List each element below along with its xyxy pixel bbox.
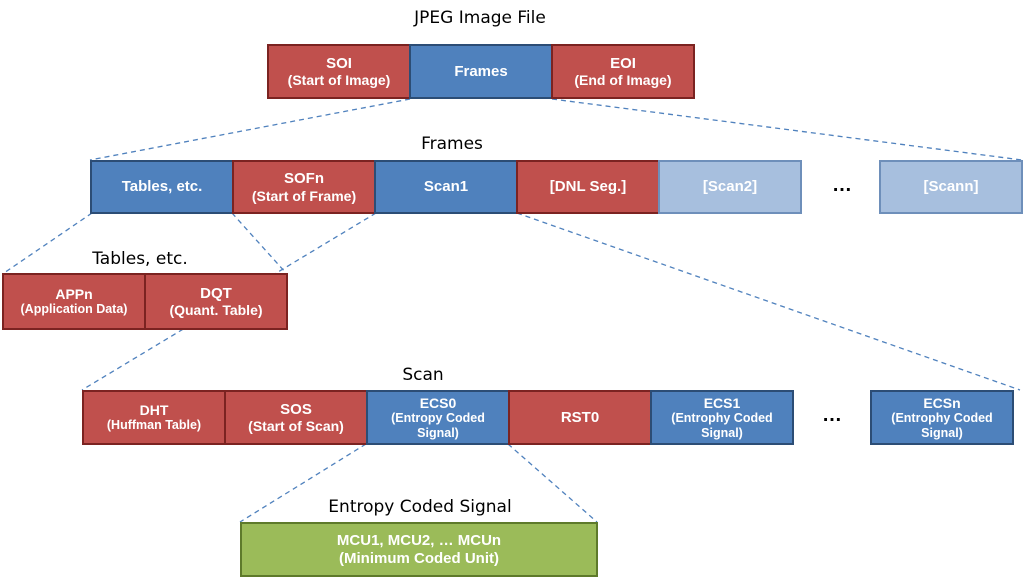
frames-ellipsis: … — [832, 174, 853, 196]
connector-scan-right — [516, 212, 1021, 391]
ecsn-sublabel: (Entrophy Coded — [891, 411, 993, 426]
soi-box: SOI (Start of Image) — [267, 44, 411, 99]
scan1-label: Scan1 — [423, 178, 469, 196]
dqt-label: DQT — [200, 284, 232, 302]
ecsn-box: ECSn (Entrophy Coded Signal) — [870, 390, 1014, 445]
soi-sublabel: (Start of Image) — [287, 72, 391, 89]
rst0-label: RST0 — [560, 408, 600, 426]
scan-ellipsis: … — [822, 404, 843, 426]
ecs1-sublabel-2: Signal) — [701, 425, 743, 440]
connector-tables-left — [3, 212, 93, 274]
appn-sublabel: (Application Data) — [20, 302, 128, 317]
scann-label: [Scann] — [923, 178, 979, 196]
ecs0-sublabel: (Entropy Coded — [391, 411, 485, 426]
ecsn-label: ECSn — [923, 395, 961, 412]
title-entropy-coded-signal: Entropy Coded Signal — [328, 497, 512, 517]
connector-frames-right — [551, 98, 1023, 161]
title-jpeg-image-file: JPEG Image File — [414, 8, 546, 28]
dqt-sublabel: (Quant. Table) — [169, 302, 263, 319]
scan2-box: [Scan2] — [658, 160, 802, 214]
scan1-box: Scan1 — [374, 160, 518, 214]
title-tables: Tables, etc. — [92, 249, 188, 269]
sos-sublabel: (Start of Scan) — [248, 418, 344, 435]
ecs1-label: ECS1 — [703, 395, 741, 412]
dnl-seg-box: [DNL Seg.] — [516, 160, 660, 214]
sos-label: SOS — [280, 400, 312, 418]
mcu-box: MCU1, MCU2, … MCUn (Minimum Coded Unit) — [240, 522, 598, 577]
appn-label: APPn — [55, 286, 93, 303]
dnl-seg-label: [DNL Seg.] — [549, 178, 627, 196]
eoi-box: EOI (End of Image) — [551, 44, 695, 99]
ecs0-box: ECS0 (Entropy Coded Signal) — [366, 390, 510, 445]
eoi-label: EOI — [610, 54, 636, 72]
dqt-box: DQT (Quant. Table) — [144, 273, 288, 330]
dht-sublabel: (Huffman Table) — [106, 418, 202, 433]
connector-ecs-right — [507, 443, 598, 523]
connector-frames-left — [89, 98, 411, 161]
frames-label: Frames — [454, 62, 508, 80]
ecs1-sublabel: (Entrophy Coded — [671, 411, 773, 426]
eoi-sublabel: (End of Image) — [574, 72, 672, 89]
connector-ecs-left — [239, 443, 367, 523]
title-scan: Scan — [402, 365, 444, 385]
mcu-sublabel: (Minimum Coded Unit) — [339, 549, 499, 567]
scan2-label: [Scan2] — [702, 178, 758, 196]
sos-box: SOS (Start of Scan) — [224, 390, 368, 445]
frames-box: Frames — [409, 44, 553, 99]
soi-label: SOI — [326, 54, 352, 72]
tables-etc-box: Tables, etc. — [90, 160, 234, 214]
sofn-label: SOFn — [284, 170, 324, 188]
connector-tables-right — [231, 212, 287, 274]
ecsn-sublabel-2: Signal) — [921, 425, 963, 440]
tables-etc-label: Tables, etc. — [121, 178, 203, 196]
sofn-sublabel: (Start of Frame) — [251, 187, 357, 204]
ecs0-sublabel-2: Signal) — [417, 425, 459, 440]
sofn-box: SOFn (Start of Frame) — [232, 160, 376, 214]
title-frames: Frames — [421, 134, 483, 154]
rst0-box: RST0 — [508, 390, 652, 445]
ecs0-label: ECS0 — [419, 395, 457, 412]
scann-box: [Scann] — [879, 160, 1023, 214]
appn-box: APPn (Application Data) — [2, 273, 146, 330]
dht-box: DHT (Huffman Table) — [82, 390, 226, 445]
dht-label: DHT — [139, 402, 169, 419]
mcu-label: MCU1, MCU2, … MCUn — [336, 532, 502, 550]
ecs1-box: ECS1 (Entrophy Coded Signal) — [650, 390, 794, 445]
